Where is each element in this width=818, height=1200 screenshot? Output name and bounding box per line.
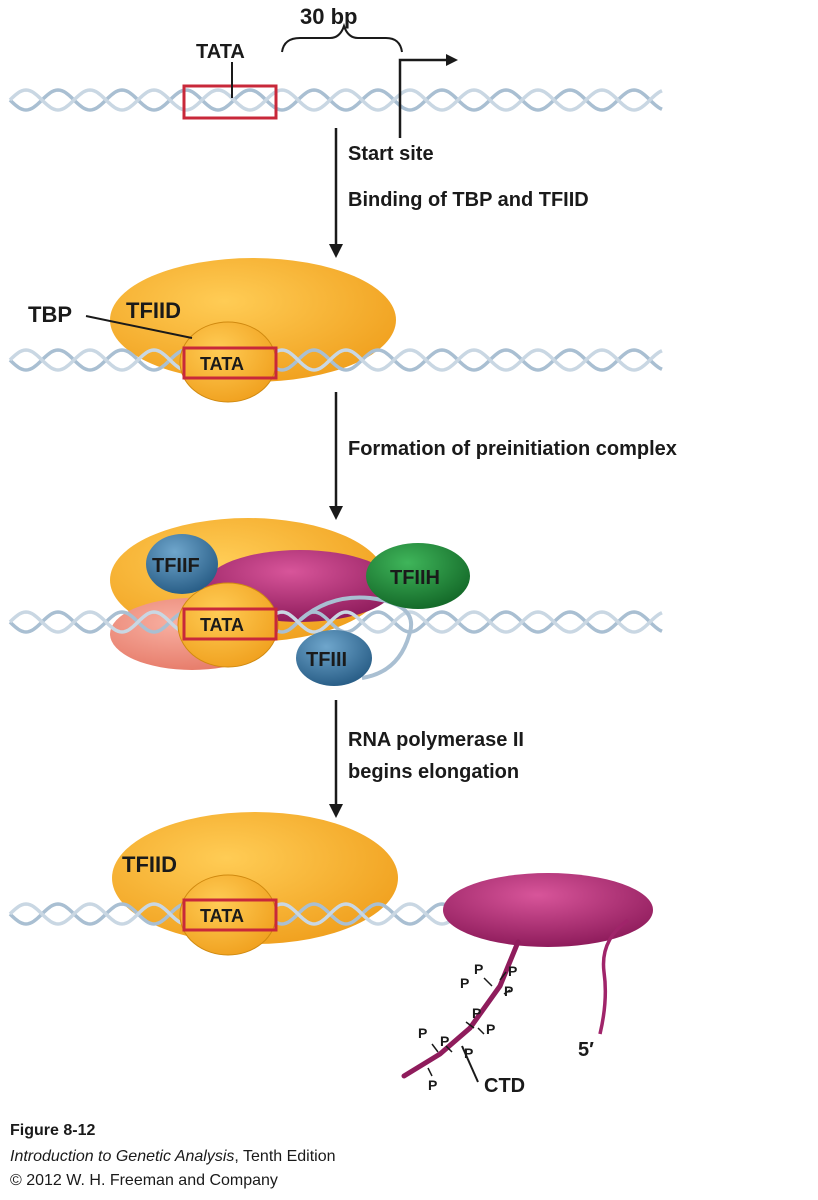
tfiif-label: TFIIF: [152, 555, 200, 577]
rna-polymerase-ii: [443, 873, 653, 947]
phosphate-label: P: [428, 1077, 437, 1093]
figure-source: Introduction to Genetic Analysis, Tenth …: [10, 1148, 336, 1166]
tata-label-4: TATA: [200, 906, 244, 926]
tbp-label: TBP: [28, 302, 72, 327]
step-4-elongation: TATA TFIID 5′ P P P P P P P P P P CTD: [8, 812, 653, 1097]
spacing-label: 30 bp: [300, 4, 357, 29]
ctd-pointer: [461, 1045, 479, 1083]
step-arrow-1: [329, 128, 343, 258]
dna-strand: [8, 348, 663, 372]
arrow-3-label-line1: RNA polymerase II: [348, 729, 524, 751]
dna-helix-1: [8, 88, 663, 112]
dna-helix-3: [8, 610, 663, 634]
figure-number: Figure 8-12: [10, 1122, 96, 1139]
arrow-2-label: Formation of preinitiation complex: [348, 438, 677, 460]
tata-box-1: [182, 84, 278, 120]
tfiii-label: TFIII: [306, 649, 347, 671]
phosphate-label: P: [508, 963, 517, 979]
start-site-arrowhead: [446, 54, 458, 66]
rna-transcript: [598, 918, 630, 1035]
tfiih-blob: [366, 543, 470, 609]
tfiif-blob: [146, 534, 218, 594]
step-3-preinitiation-complex: TATA TFIIF TFIIH TFIII: [8, 518, 663, 686]
phosphate-label: P: [504, 983, 513, 999]
dna-strand: [8, 610, 663, 634]
tata-label-3: TATA: [200, 615, 244, 635]
phosphate-label: P: [474, 961, 483, 977]
tata-box-4: [182, 898, 278, 932]
tfiii-blob: [296, 630, 372, 686]
phosphate-label: P: [486, 1021, 495, 1037]
arrow-1-label: Binding of TBP and TFIID: [348, 189, 589, 211]
tbp-pointer: [85, 315, 193, 339]
step-arrow-3: [329, 700, 343, 818]
arrow-3-label-line2: begins elongation: [348, 761, 519, 783]
phosphate-ticks: [427, 971, 511, 1077]
phosphate-label: P: [464, 1045, 473, 1061]
dna-loop: [298, 595, 414, 680]
tata-box-3: [182, 607, 278, 641]
phosphate-label: P: [440, 1033, 449, 1049]
tata-label-2: TATA: [200, 354, 244, 374]
start-site-arrow: [398, 58, 448, 138]
tata-box-2: [182, 346, 278, 380]
phosphate-label: P: [418, 1025, 427, 1041]
book-title: Introduction to Genetic Analysis: [10, 1148, 235, 1165]
start-site-label: Start site: [348, 143, 434, 165]
spacing-brace: [281, 22, 403, 53]
ctd-label: CTD: [484, 1075, 525, 1097]
dna-helix-2: [8, 348, 663, 372]
tfiid-label-4: TFIID: [122, 852, 177, 877]
book-edition: , Tenth Edition: [234, 1148, 336, 1165]
ctd-tail: [401, 939, 521, 1079]
tfiih-label: TFIIH: [390, 567, 440, 589]
tfiid-label-2: TFIID: [126, 298, 181, 323]
copyright: © 2012 W. H. Freeman and Company: [10, 1172, 278, 1189]
five-prime-label: 5′: [578, 1039, 594, 1061]
dna-strand: [8, 88, 663, 112]
step-1-promoter: TATA 30 bp Start site: [8, 4, 663, 165]
step-arrow-2: [329, 392, 343, 520]
phosphate-label: P: [472, 1005, 481, 1021]
tata-label-1: TATA: [196, 41, 245, 63]
phosphate-label: P: [460, 975, 469, 991]
step-2-tfiid-binding: TATA TFIID TBP: [8, 258, 663, 403]
tbp-blob-3: [177, 582, 279, 668]
